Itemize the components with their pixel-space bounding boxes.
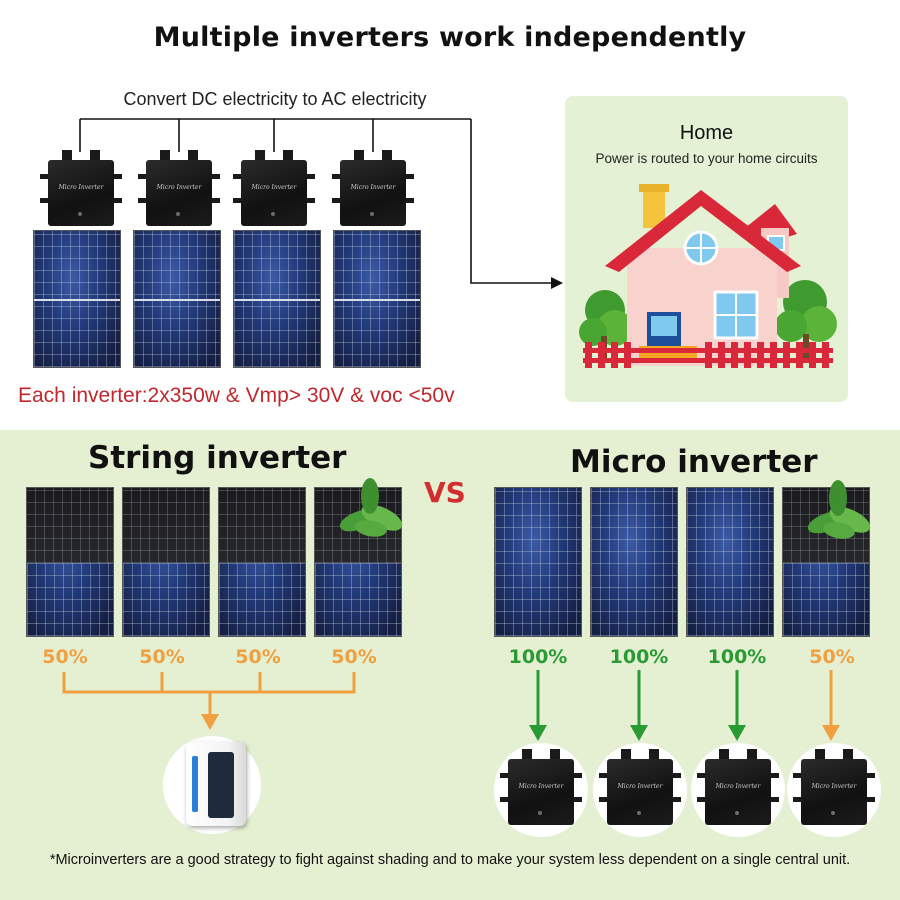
micro-output-pct: 50% [809,646,855,668]
wire-to-home [470,119,553,284]
micro-inverter-circle: Micro Inverter [787,743,881,837]
micro-inverter-icon: Micro Inverter [138,150,220,234]
micro-inverter-icon: Micro Inverter [599,749,681,833]
home-title: Home [679,122,734,144]
solar-panel-icon [26,487,114,637]
inverter-label: Micro Inverter [156,184,202,191]
micro-inverter-heading: Micro inverter [570,444,818,480]
string-output-pct: 50% [331,646,377,668]
solar-panel-icon [333,230,421,368]
wiring-diagram [79,118,563,289]
home-card: Home Power is routed to your home circui… [565,96,848,402]
micro-output-pct: 100% [707,646,767,668]
inverter-label: Micro Inverter [518,783,564,790]
solar-panel-icon [782,487,870,637]
micro-inverter-circle: Micro Inverter [593,743,687,837]
micro-inverter-icon: Micro Inverter [40,150,122,234]
micro-output-pct: 100% [609,646,669,668]
solar-panel-icon [233,230,321,368]
spec-label: Each inverter:2x350w & Vmp> 30V & voc <5… [18,384,455,407]
micro-inverter-icon: Micro Inverter [697,749,779,833]
solar-panel-icon [686,487,774,637]
page-title: Multiple inverters work independently [153,22,747,53]
battery-inverter-icon [186,742,246,826]
inverter-label: Micro Inverter [251,184,297,191]
micro-output-pct: 100% [508,646,568,668]
solar-panel-icon [133,230,221,368]
micro-inverter-icon: Micro Inverter [500,749,582,833]
micro-inverter-icon: Micro Inverter [793,749,875,833]
micro-inverter-circle: Micro Inverter [691,743,785,837]
inverter-label: Micro Inverter [715,783,761,790]
inverter-label: Micro Inverter [617,783,663,790]
micro-inverter-circle: Micro Inverter [494,743,588,837]
vs-label: VS [424,476,466,509]
string-output-pct: 50% [42,646,88,668]
string-inverter-heading: String inverter [88,440,347,476]
arrow-icon [551,277,563,289]
solar-panel-icon [218,487,306,637]
house-icon [579,184,837,368]
string-output-pct: 50% [139,646,185,668]
footnote: *Microinverters are a good strategy to f… [49,852,851,868]
solar-panel-icon [122,487,210,637]
inverter-label: Micro Inverter [350,184,396,191]
home-subtitle: Power is routed to your home circuits [595,151,818,166]
inverter-label: Micro Inverter [58,184,104,191]
solar-panel-icon [590,487,678,637]
inverter-label: Micro Inverter [811,783,857,790]
convert-label: Convert DC electricity to AC electricity [123,89,427,109]
solar-panel-icon [33,230,121,368]
micro-inverter-icon: Micro Inverter [332,150,414,234]
string-output-pct: 50% [235,646,281,668]
solar-panel-icon [494,487,582,637]
tree-icon [775,280,837,362]
micro-inverter-icon: Micro Inverter [233,150,315,234]
solar-panel-icon [314,487,402,637]
